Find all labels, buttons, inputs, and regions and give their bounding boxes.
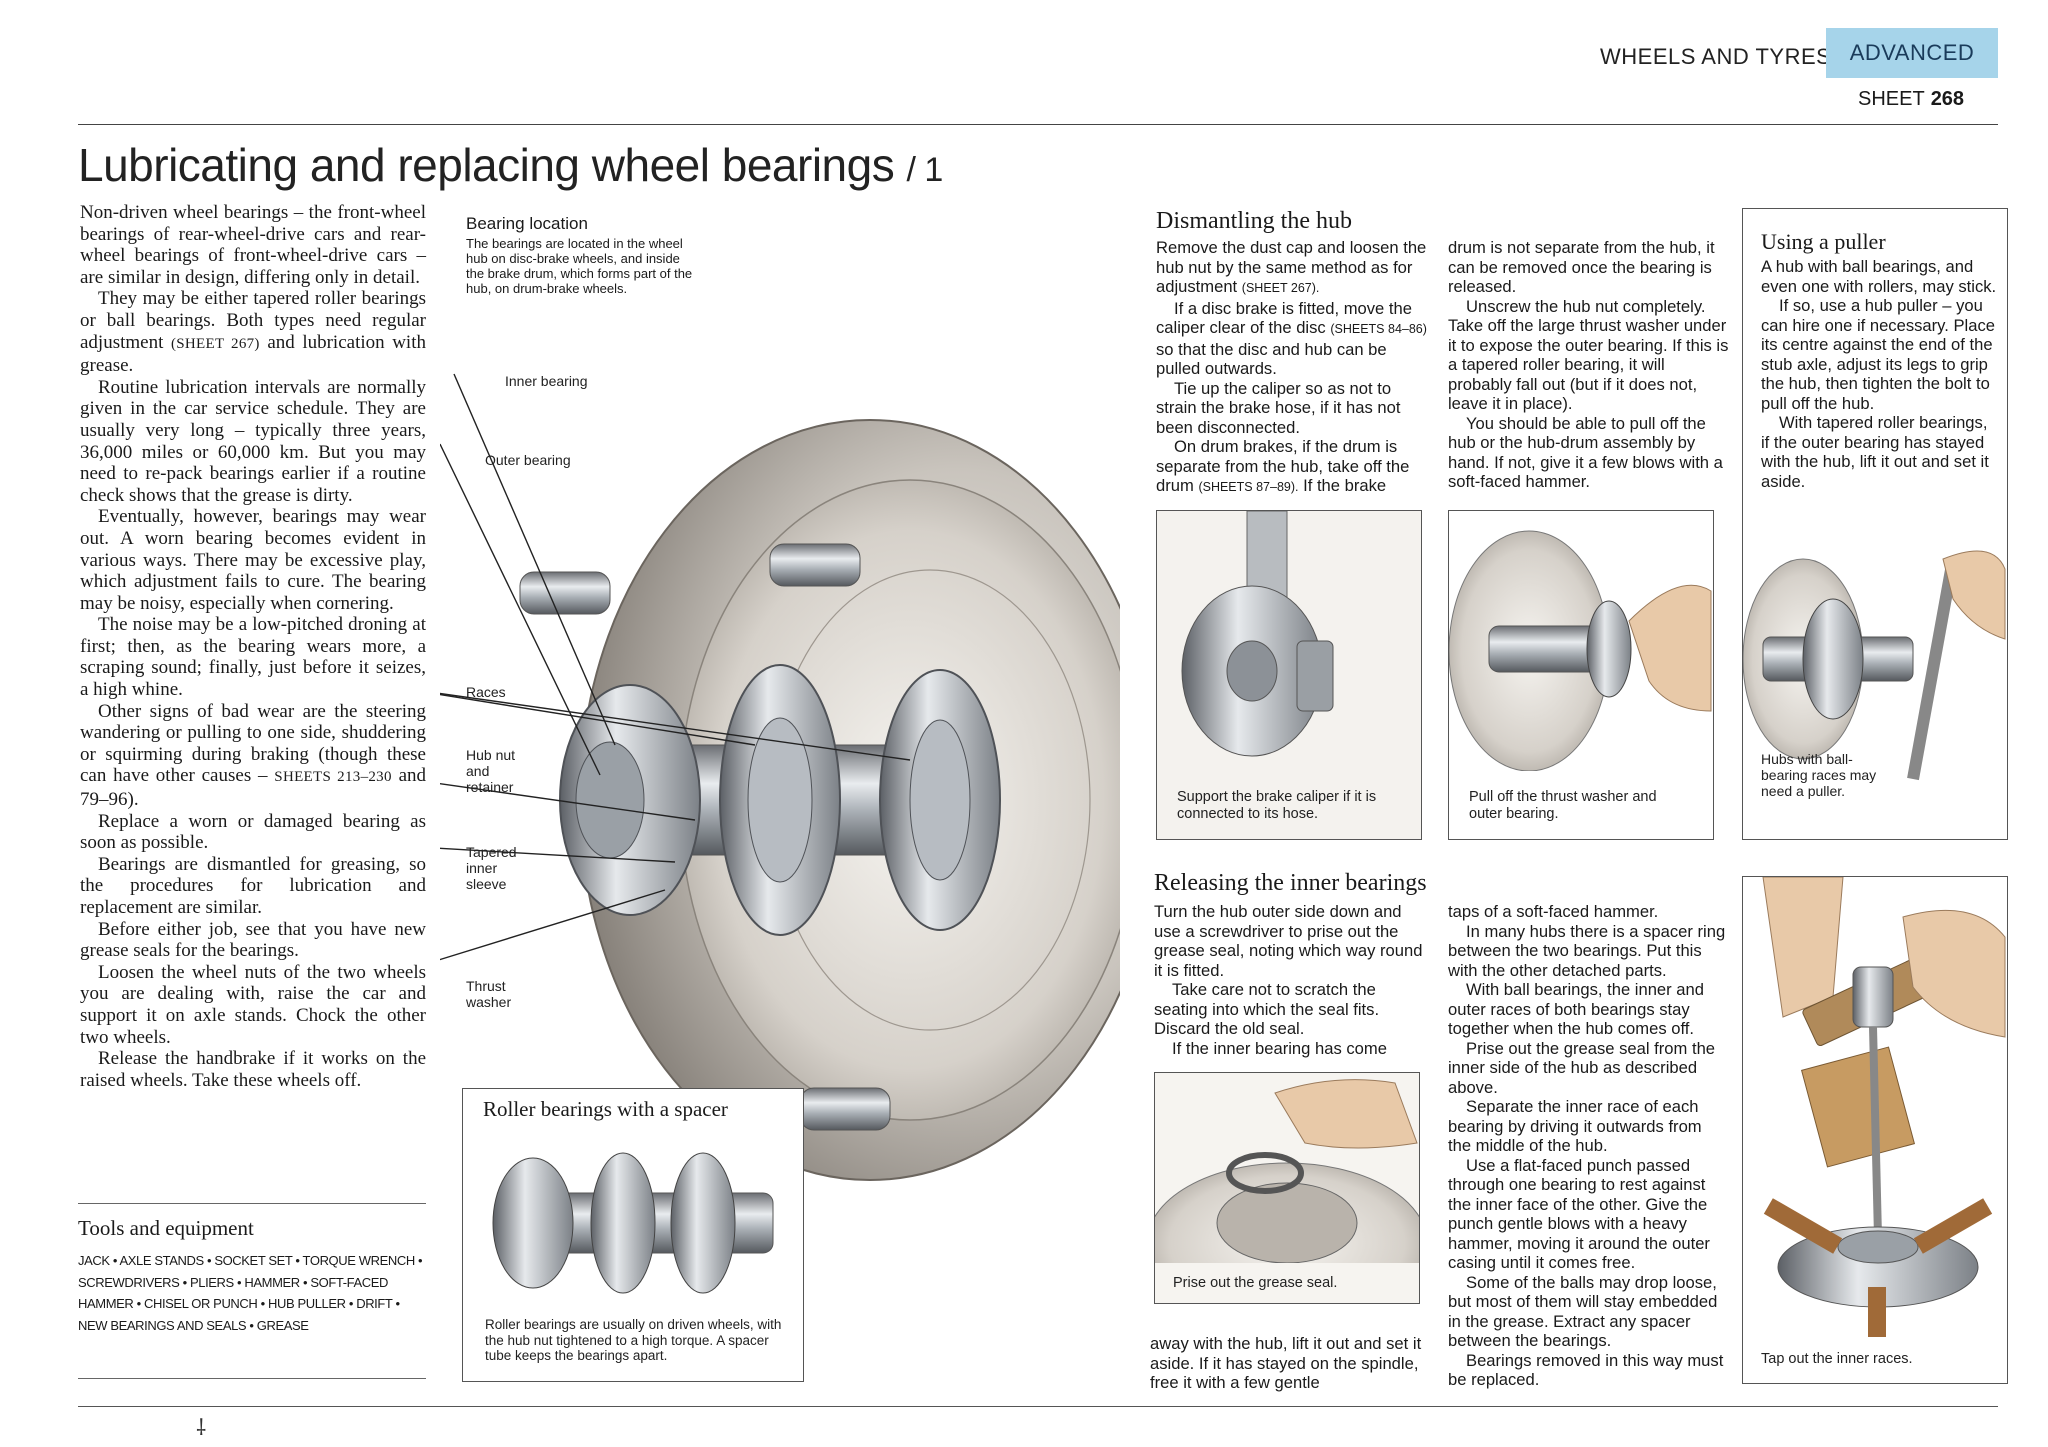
label-tapered-sleeve: Tapered inner sleeve bbox=[466, 844, 517, 892]
tools-separator: • bbox=[233, 1274, 245, 1290]
label-hub-nut: Hub nut and retainer bbox=[466, 747, 516, 795]
leader-lines bbox=[440, 373, 911, 961]
outer-bearing-race bbox=[747, 717, 813, 883]
tool-item: JACK bbox=[78, 1253, 110, 1268]
intro-paragraph: Non-driven wheel bearings – the front-wh… bbox=[80, 202, 426, 288]
thrust-washer-caption: Pull off the thrust washer and outer bea… bbox=[1469, 789, 1657, 822]
spacer-box-caption: Roller bearings are usually on driven wh… bbox=[485, 1317, 782, 1363]
puller-illustration bbox=[1743, 550, 2006, 781]
label-outer-bearing: Outer bearing bbox=[485, 452, 571, 468]
bearing-location-heading: Bearing location bbox=[466, 214, 588, 233]
intro-paragraph: Replace a worn or damaged bearing as soo… bbox=[80, 810, 426, 854]
puller-text: A hub with ball bearings, and even one w… bbox=[1761, 257, 1997, 491]
tools-separator: • bbox=[345, 1296, 357, 1311]
tools-separator: • bbox=[133, 1296, 144, 1311]
tool-item: PLIERS bbox=[189, 1274, 234, 1290]
spacer-bearing-illustration bbox=[492, 1152, 774, 1294]
puller-caption: Hubs with ball-bearing races may need a … bbox=[1761, 751, 1877, 799]
tools-separator: • bbox=[179, 1274, 190, 1290]
tools-list: JACK • AXLE STANDS • SOCKET SET • TORQUE… bbox=[78, 1250, 428, 1336]
tools-rule-bottom bbox=[78, 1378, 426, 1379]
tools-separator: • bbox=[392, 1296, 400, 1311]
level-badge: ADVANCED bbox=[1826, 28, 1998, 78]
label-races: Races bbox=[466, 684, 506, 700]
intro-paragraph: They may be either tapered roller bearin… bbox=[80, 288, 426, 377]
bearing-location-block: Bearing location The bearings are locate… bbox=[466, 214, 698, 296]
label-inner-bearing: Inner bearing bbox=[505, 373, 588, 389]
tools-heading: Tools and equipment bbox=[78, 1216, 254, 1240]
tool-item: TORQUE WRENCH bbox=[302, 1253, 416, 1268]
tool-item: SCREWDRIVERS bbox=[78, 1274, 180, 1290]
sheet-label: SHEET bbox=[1858, 88, 1925, 110]
tools-separator: • bbox=[292, 1253, 303, 1268]
tool-item: HUB PULLER bbox=[267, 1296, 346, 1311]
releasing-heading: Releasing the inner bearings bbox=[1154, 870, 1427, 896]
intro-paragraph: Eventually, however, bearings may wear o… bbox=[80, 506, 426, 614]
page-title: Lubricating and replacing wheel bearings… bbox=[78, 138, 943, 192]
dismantling-col2: drum is not separate from the hub, it ca… bbox=[1448, 238, 1729, 491]
hub-nut-center bbox=[575, 741, 645, 859]
tools-separator: • bbox=[246, 1317, 257, 1333]
dismantling-heading: Dismantling the hub bbox=[1156, 208, 1352, 234]
tool-item: DRIFT bbox=[356, 1296, 393, 1311]
intro-paragraph: Other signs of bad wear are the steering… bbox=[80, 700, 427, 811]
releasing-col2: taps of a soft-faced hammer. In many hub… bbox=[1448, 902, 1726, 1389]
section-name: WHEELS AND TYRES bbox=[1600, 44, 1832, 69]
tap-out-illustration-box: Tap out the inner races. bbox=[1742, 876, 2008, 1384]
tools-separator: • bbox=[203, 1253, 215, 1268]
page-marker-icon: ⸸ bbox=[196, 1415, 207, 1440]
tools-rule-top bbox=[78, 1203, 426, 1204]
grease-seal-illustration bbox=[1155, 1079, 1419, 1303]
puller-box: Using a puller A hub with ball bearings,… bbox=[1742, 208, 2008, 840]
caliper-illustration-box: Support the brake caliper if it is conne… bbox=[1156, 510, 1422, 840]
tools-separator: • bbox=[257, 1296, 268, 1311]
tool-item: CHISEL OR PUNCH bbox=[143, 1296, 258, 1311]
sheet-number: 268 bbox=[1930, 88, 1965, 110]
dismantling-col1: Remove the dust cap and loosen the hub n… bbox=[1156, 238, 1427, 495]
tool-item: NEW BEARINGS AND SEALS bbox=[78, 1317, 247, 1333]
intro-paragraph: Release the handbrake if it works on the… bbox=[80, 1048, 426, 1091]
grease-seal-illustration-box: Prise out the grease seal. bbox=[1154, 1072, 1420, 1304]
spacer-box-heading: Roller bearings with a spacer bbox=[483, 1097, 728, 1121]
grease-seal-caption: Prise out the grease seal. bbox=[1173, 1275, 1338, 1291]
intro-paragraph: Routine lubrication intervals are normal… bbox=[80, 376, 426, 506]
page-title-main: Lubricating and replacing wheel bearings bbox=[78, 139, 895, 191]
tap-out-caption: Tap out the inner races. bbox=[1761, 1351, 1913, 1367]
releasing-col1: Turn the hub outer side down and use a s… bbox=[1154, 902, 1423, 1058]
page-title-part: / 1 bbox=[906, 151, 944, 189]
label-thrust-washer: Thrust washer bbox=[466, 978, 512, 1010]
spacer-box: Roller bearings with a spacer Roller bea… bbox=[462, 1088, 804, 1382]
inner-bearing-race bbox=[909, 719, 971, 881]
bearing-location-text: The bearings are located in the wheel hu… bbox=[466, 236, 693, 296]
releasing-col1-end: away with the hub, lift it out and set i… bbox=[1150, 1334, 1422, 1392]
intro-paragraph: The noise may be a low-pitched droning a… bbox=[80, 614, 426, 701]
tool-item: HAMMER bbox=[244, 1274, 300, 1290]
tools-separator: • bbox=[109, 1253, 120, 1268]
tools-separator: • bbox=[299, 1274, 311, 1290]
tap-out-illustration bbox=[1762, 877, 2006, 1337]
thrust-washer-illustration-box: Pull off the thrust washer and outer bea… bbox=[1448, 510, 1714, 840]
puller-heading: Using a puller bbox=[1761, 229, 1886, 254]
tools-separator: • bbox=[414, 1253, 423, 1268]
tool-item: SOFT-FACED HAMMER bbox=[78, 1274, 388, 1312]
intro-paragraph: Loosen the wheel nuts of the two wheels … bbox=[80, 961, 426, 1048]
tool-item: AXLE STANDS bbox=[119, 1253, 205, 1268]
wheel-stud-shape bbox=[519, 571, 611, 615]
footer-rule bbox=[78, 1406, 1998, 1407]
caliper-illustration bbox=[1181, 511, 1334, 757]
intro-paragraph: Before either job, see that you have new… bbox=[80, 918, 426, 962]
wheel-stud-shape bbox=[769, 543, 861, 587]
thrust-washer-illustration bbox=[1449, 530, 1712, 772]
header-rule bbox=[78, 124, 1998, 125]
caliper-caption: Support the brake caliper if it is conne… bbox=[1177, 789, 1377, 822]
intro-paragraph: Bearings are dismantled for greasing, so… bbox=[80, 853, 426, 918]
tool-item: GREASE bbox=[256, 1317, 309, 1333]
tool-item: SOCKET SET bbox=[214, 1253, 293, 1268]
wheel-stud-shape bbox=[799, 1087, 891, 1131]
wheel-hub-diagram bbox=[440, 373, 1120, 1181]
intro-text: Non-driven wheel bearings – the front-wh… bbox=[80, 202, 426, 1091]
